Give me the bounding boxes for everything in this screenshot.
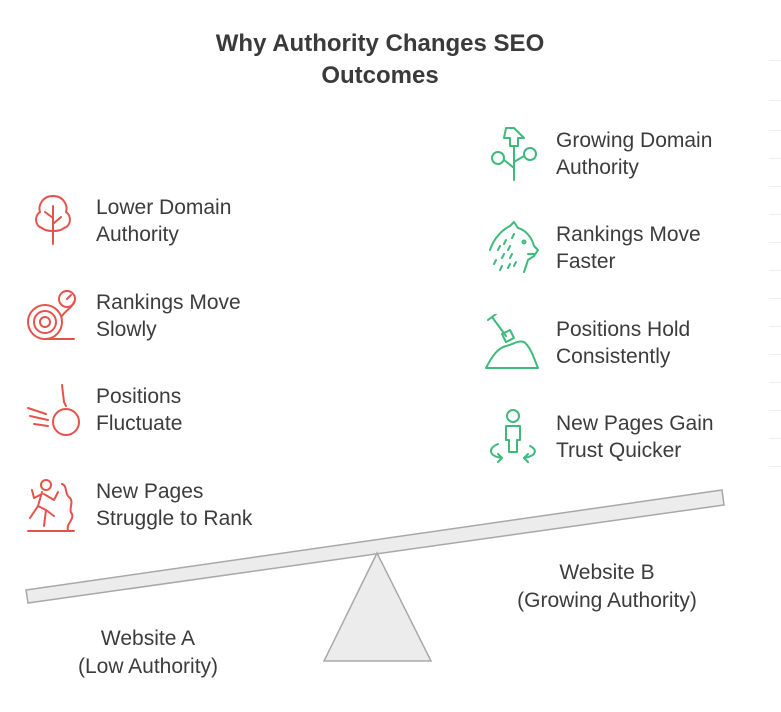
left-item-2-line-1: Rankings Move <box>96 291 241 314</box>
edge-tick <box>769 438 781 439</box>
snail-icon <box>27 290 76 340</box>
edge-tick <box>769 354 781 355</box>
right-item-4-line-1: New Pages Gain <box>556 412 714 435</box>
title-line-1: Why Authority Changes SEO <box>215 30 545 57</box>
left-item-4-line-2: Struggle to Rank <box>96 507 253 530</box>
page-title: Why Authority Changes SEO Outcomes <box>130 28 630 92</box>
person-rotate-icon <box>490 409 536 463</box>
growing-plant-icon <box>491 127 537 181</box>
edge-tick <box>769 214 781 215</box>
website-a-name: Website A <box>100 627 196 650</box>
edge-tick <box>769 326 781 327</box>
left-item-lower-domain-authority: Lower Domain Authority <box>96 194 231 248</box>
edge-tick <box>769 130 781 131</box>
seesaw-plank <box>25 489 725 604</box>
seesaw-fulcrum <box>322 551 433 662</box>
right-item-rankings-move-faster: Rankings Move Faster <box>556 221 701 275</box>
cheetah-icon <box>489 221 539 273</box>
edge-tick <box>769 186 781 187</box>
edge-tick <box>769 242 781 243</box>
right-item-positions-hold: Positions Hold Consistently <box>556 316 690 370</box>
right-item-2-line-1: Rankings Move <box>556 223 701 246</box>
right-item-growing-domain-authority: Growing Domain Authority <box>556 127 712 181</box>
left-item-positions-fluctuate: Positions Fluctuate <box>96 383 182 437</box>
edge-tick <box>769 298 781 299</box>
website-b-name: Website B <box>559 561 655 584</box>
left-item-1-line-1: Lower Domain <box>96 196 232 219</box>
shovel-mound-icon <box>485 314 539 369</box>
edge-tick <box>769 60 781 61</box>
title-line-2: Outcomes <box>321 62 439 89</box>
left-item-rankings-move-slowly: Rankings Move Slowly <box>96 289 241 343</box>
left-item-3-line-1: Positions <box>96 385 182 408</box>
left-item-1-line-2: Authority <box>96 223 179 246</box>
edge-tick <box>769 466 781 467</box>
right-item-4-line-2: Trust Quicker <box>556 439 682 462</box>
edge-tick <box>769 158 781 159</box>
tree-icon <box>35 195 71 245</box>
climber-icon <box>27 479 75 532</box>
right-item-1-line-1: Growing Domain <box>556 129 713 152</box>
right-item-2-line-2: Faster <box>556 250 616 273</box>
right-item-new-pages-gain-trust: New Pages Gain Trust Quicker <box>556 410 714 464</box>
left-item-2-line-2: Slowly <box>96 318 157 341</box>
website-a-subtitle: (Low Authority) <box>77 655 219 678</box>
wrecking-ball-icon <box>27 384 80 436</box>
left-item-new-pages-struggle: New Pages Struggle to Rank <box>96 478 252 532</box>
right-item-1-line-2: Authority <box>556 156 639 179</box>
right-item-3-line-1: Positions Hold <box>556 318 691 341</box>
edge-tick <box>769 382 781 383</box>
website-b-subtitle: (Growing Authority) <box>517 589 697 612</box>
website-b-label: Website B (Growing Authority) <box>497 559 717 615</box>
right-item-3-line-2: Consistently <box>556 345 671 368</box>
edge-tick <box>769 100 781 101</box>
left-item-4-line-1: New Pages <box>96 480 204 503</box>
edge-tick <box>769 270 781 271</box>
edge-tick <box>769 410 781 411</box>
left-item-3-line-2: Fluctuate <box>96 412 183 435</box>
website-a-label: Website A (Low Authority) <box>48 625 248 681</box>
